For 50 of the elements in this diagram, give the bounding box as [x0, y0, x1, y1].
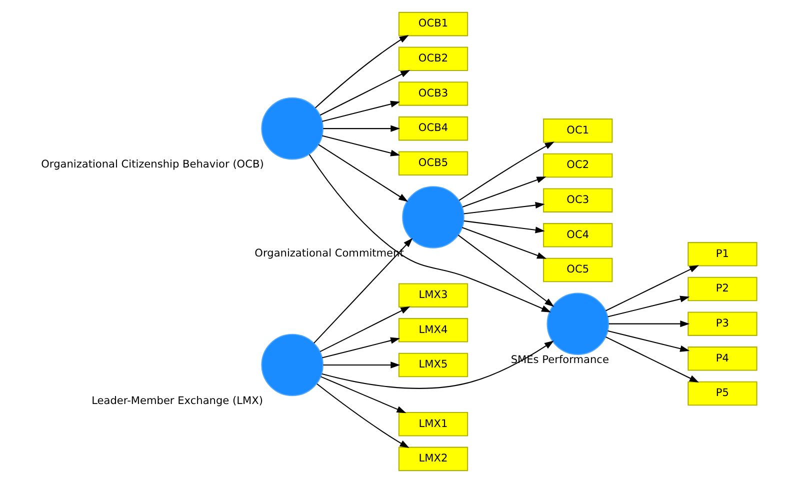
arrow: [319, 306, 410, 352]
arrow: [319, 70, 410, 116]
node-box: P1: [687, 242, 757, 266]
arrow: [322, 125, 400, 132]
arrow: [320, 376, 406, 414]
node-circle: [260, 334, 323, 396]
node-circle: [546, 292, 608, 355]
node-box: LMX3: [398, 283, 468, 308]
node-box: P4: [687, 346, 757, 371]
arrow: [321, 340, 554, 389]
arrow: [462, 176, 546, 208]
arrow: [312, 238, 412, 344]
arrow: [322, 100, 400, 122]
node-box: OCB2: [398, 46, 468, 72]
node-box: LMX5: [398, 352, 468, 378]
node-box: P2: [687, 276, 757, 302]
node-box: OCB3: [398, 82, 468, 106]
arrow: [318, 144, 408, 202]
arrow: [458, 142, 554, 201]
arrow: [461, 227, 546, 259]
node-box: OCB5: [398, 151, 468, 176]
arrow: [604, 336, 698, 383]
node-box: OCB4: [398, 116, 468, 141]
arrow: [604, 265, 698, 312]
arrow: [463, 220, 544, 234]
node-box: P5: [687, 381, 757, 406]
arrow: [607, 330, 690, 352]
arrow: [322, 337, 400, 358]
arrow: [322, 362, 400, 368]
node-box: OC5: [542, 258, 612, 282]
node-box: LMX4: [398, 318, 468, 342]
node-box: OC4: [542, 223, 612, 248]
arrow: [463, 202, 544, 214]
arrow: [314, 35, 408, 108]
node-label: Leader-Member Exchange (LMX): [91, 395, 262, 408]
arrow: [608, 320, 690, 328]
arrow: [457, 234, 554, 307]
arrow: [316, 383, 409, 448]
node-box: P3: [687, 312, 757, 336]
node-box: LMX1: [398, 412, 468, 436]
node-label: Organizational Citizenship Behavior (OCB): [40, 158, 264, 171]
arrow: [322, 135, 400, 156]
node-circle: [260, 97, 323, 160]
node-box: OC1: [542, 118, 612, 143]
arrow: [308, 154, 551, 312]
arrow: [607, 296, 690, 318]
node-box: LMX2: [398, 446, 468, 472]
node-box: OC3: [542, 188, 612, 212]
node-box: OCB1: [398, 12, 468, 36]
node-box: OC2: [542, 153, 612, 178]
